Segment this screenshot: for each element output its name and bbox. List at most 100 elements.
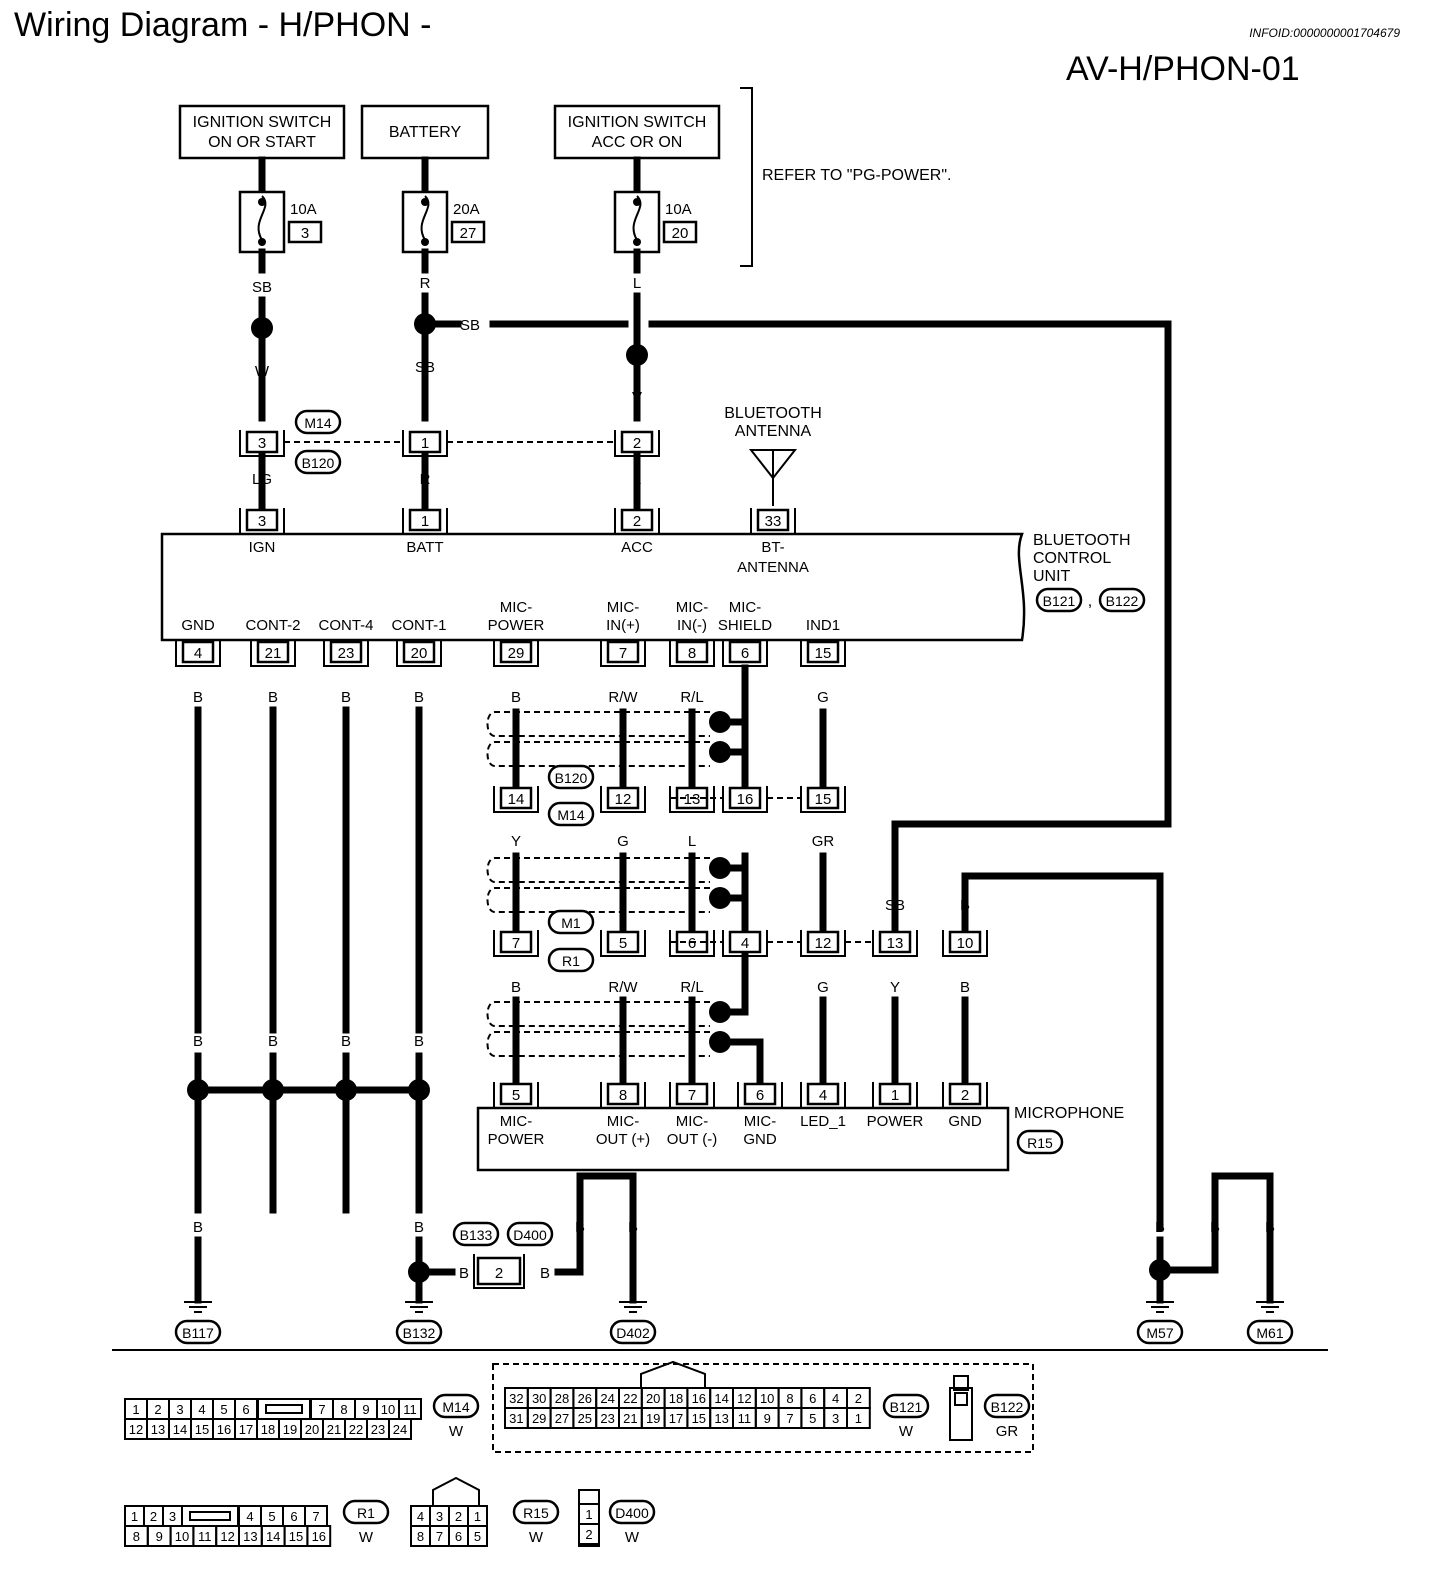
wire-color-label: B (960, 979, 970, 996)
antenna-label: BLUETOOTH (724, 405, 822, 422)
connector-m14-badge (294, 409, 342, 435)
connector-b120-id: B120 (555, 770, 588, 786)
b121-face-cell-number: 29 (532, 1411, 546, 1426)
b121-face-cell-number: 19 (646, 1411, 660, 1426)
b121-face-cell-number: 3 (832, 1411, 839, 1426)
connector-d400-badge (506, 1221, 554, 1247)
inline-b120-m14-pin-bracket (600, 786, 646, 813)
b132-ground-id: B132 (403, 1325, 436, 1341)
splice-dot (414, 313, 436, 335)
wire-color-label: GR (812, 833, 835, 850)
b117-ground-id: B117 (182, 1325, 214, 1341)
b121-face-cell-number: 5 (809, 1411, 816, 1426)
m14-face-key-slot (265, 1404, 303, 1414)
fuse-number: 27 (460, 225, 477, 242)
bt-unit-bottom-pin-bracket (669, 640, 715, 667)
bt-unit-bottom-pin-box (728, 640, 762, 664)
microphone-pin-bracket (669, 1082, 715, 1109)
b121-face-cell-number: 15 (692, 1411, 706, 1426)
r15-face-cell-number: 6 (455, 1529, 462, 1544)
m14-face-cell-number: 16 (217, 1422, 231, 1437)
r15-face-cell-number: 4 (417, 1509, 424, 1524)
inline-m1-r1-pin-number: 10 (957, 935, 974, 952)
fuse-amp: 20A (453, 201, 480, 218)
b121-face-cell-number: 7 (786, 1411, 793, 1426)
bt-unit-bottom-pin-label: IND1 (806, 617, 840, 634)
bt-unit-bottom-pin-box (256, 640, 290, 664)
refer-note: REFER TO "PG-POWER". (762, 167, 951, 184)
bt-unit-bottom-pin-label: MIC- (729, 599, 762, 616)
inline-m1-r1-pin-box (499, 930, 533, 954)
microphone-pin-bracket (493, 1082, 539, 1109)
bt-unit-bottom-pin-label: IN(-) (677, 617, 707, 634)
bt-unit-top-pin-label: ACC (621, 539, 653, 556)
microphone-pin-label: GND (743, 1131, 777, 1148)
shield-dot (709, 1031, 731, 1053)
wire-color-label: V (632, 389, 642, 406)
m14-face-cell-number: 5 (220, 1402, 227, 1417)
bt-unit-top-pin-number: 33 (765, 513, 782, 530)
fuse-terminal (633, 238, 641, 246)
wire-color-label: B (341, 1033, 351, 1050)
battery-source-box (360, 104, 490, 160)
wire-color-label: W (255, 363, 270, 380)
fuse-terminal (421, 238, 429, 246)
r1-face-cell-number: 4 (246, 1509, 253, 1524)
microphone-pin-number: 7 (688, 1087, 696, 1104)
inline-b120-m14-pin-box (606, 786, 640, 810)
b121-face-cell-number: 22 (623, 1391, 637, 1406)
bt-unit-top-pin-bracket (750, 508, 796, 535)
d400-face-cell-number: 1 (585, 1507, 592, 1522)
r1-face-cell-number: 8 (133, 1529, 140, 1544)
bt-unit-bottom-pin-number: 7 (619, 645, 627, 662)
wire-color-label: L (688, 833, 696, 850)
fuse-number: 3 (301, 225, 309, 242)
inline-m14-b120-pin-box (245, 430, 279, 454)
bt-unit-bottom-pin-number: 23 (338, 645, 355, 662)
r15-face-cell (467, 1525, 488, 1547)
ign-source-label: IGNITION SWITCH (193, 114, 332, 131)
fuse-terminal (258, 198, 266, 206)
microphone-pin-bracket (737, 1082, 783, 1109)
m14-face-color: W (449, 1423, 464, 1440)
inline-m14-b120-pin-number: 2 (633, 435, 641, 452)
inline-m14-b120-pin-box (620, 430, 654, 454)
microphone-pin-label: LED_1 (800, 1113, 846, 1130)
wire-color-label: B (575, 1219, 585, 1236)
ground-wire (1168, 1172, 1274, 1304)
connector-b120-badge (294, 449, 342, 475)
microphone-pin-number: 2 (961, 1087, 969, 1104)
connector-m14-id: M14 (557, 807, 584, 823)
fuse-amp: 10A (290, 201, 317, 218)
ign-source-box (178, 104, 346, 160)
inline-m1-r1-pin-number: 7 (512, 935, 520, 952)
wire-color-label: R/L (680, 689, 703, 706)
inline-b120-m14-pin-box (728, 786, 762, 810)
splice-dot (251, 317, 273, 339)
shield-braid (486, 741, 710, 767)
fuse-number-box (662, 220, 698, 244)
inline-b120-m14-pin-number: 12 (615, 791, 632, 808)
wire-color-label: SB (252, 279, 272, 296)
connector-m1-id: M1 (561, 915, 581, 931)
bt-unit-bottom-pin-number: 4 (194, 645, 202, 662)
connector-b122-badge (1098, 587, 1146, 613)
microphone-pin-number: 8 (619, 1087, 627, 1104)
bt-unit-bottom-pin-bracket (323, 640, 369, 667)
m14-face-cell-number: 15 (195, 1422, 209, 1437)
b122-face-id-badge (983, 1393, 1031, 1419)
r1-face-id-id: R1 (357, 1505, 375, 1521)
connector-b122-id: B122 (1106, 593, 1139, 609)
bluetooth-control-unit-box (160, 532, 1026, 642)
fuse-terminal (421, 198, 429, 206)
r1-face-key-slot (189, 1511, 231, 1521)
bt-unit-bottom-pin-box (606, 640, 640, 664)
bt-unit-bottom-pin-box (181, 640, 215, 664)
m14-face-cell-number: 11 (403, 1402, 417, 1417)
bt-unit-top-pin-label: ANTENNA (737, 559, 809, 576)
b121-face-cell-number: 20 (646, 1391, 660, 1406)
connector-m14-badge (547, 801, 595, 827)
bt-unit-bottom-pin-label: GND (181, 617, 215, 634)
microphone-pin-label: OUT (-) (667, 1131, 718, 1148)
